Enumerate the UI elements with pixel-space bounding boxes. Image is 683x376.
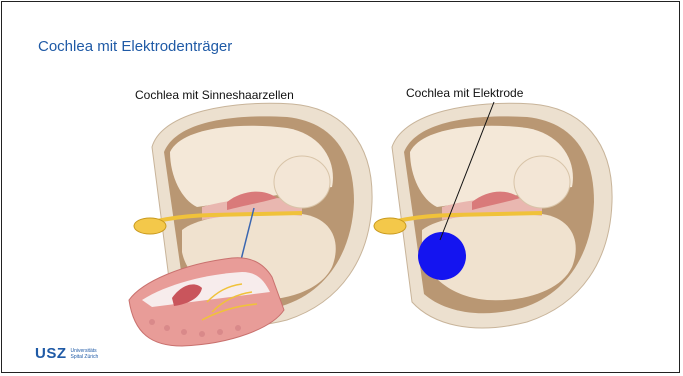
logo-mark: USZ (35, 345, 67, 362)
logo-line-2: Spital Zürich (71, 354, 99, 360)
logo-subtitle: Universitäts Spital Zürich (71, 348, 99, 360)
cochlea-electrode-illustration (2, 2, 680, 373)
usz-logo: USZ Universitäts Spital Zürich (35, 345, 98, 362)
